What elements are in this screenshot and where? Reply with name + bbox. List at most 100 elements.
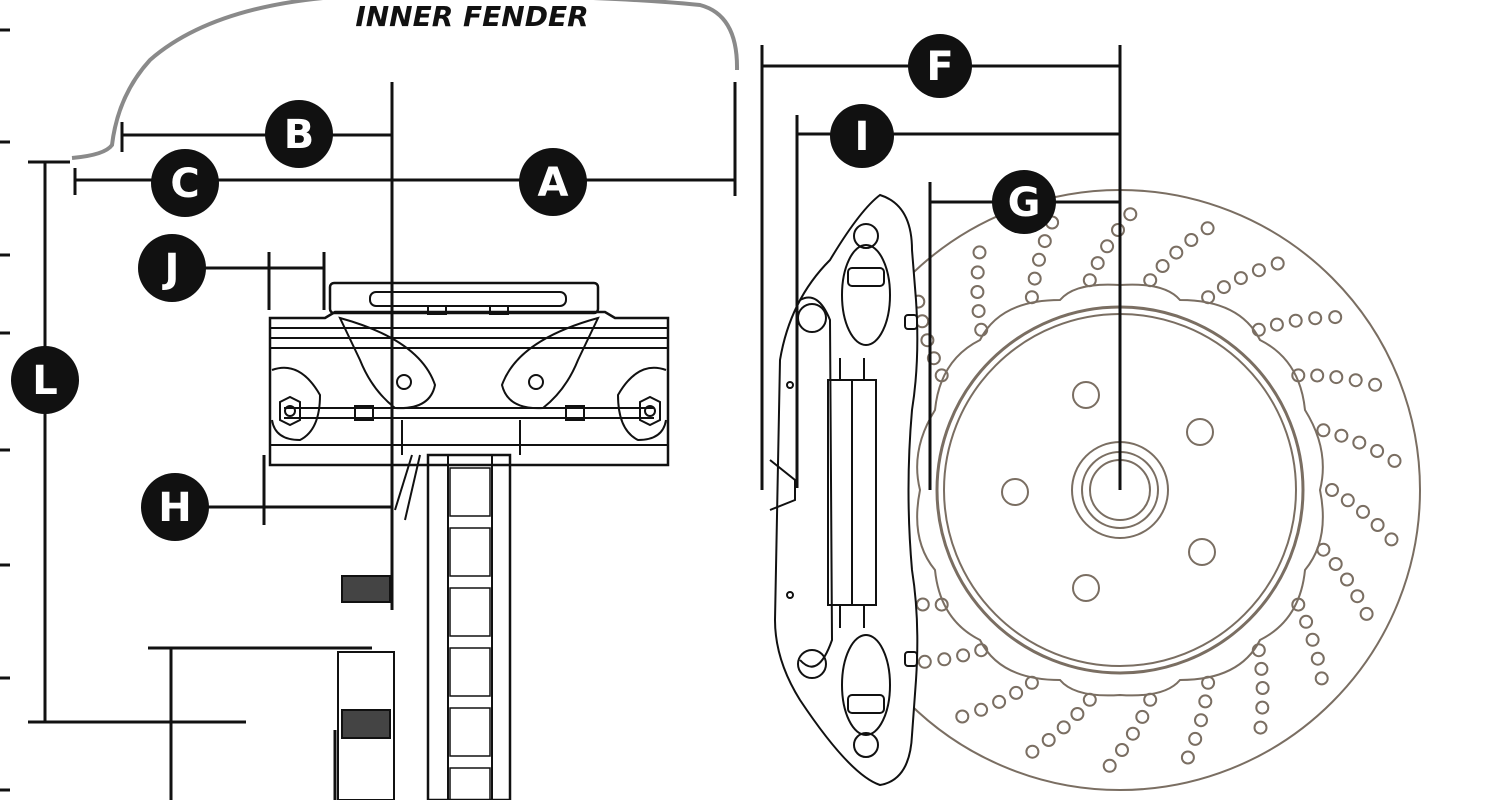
drilled-hole — [1125, 726, 1140, 741]
bleeder-nut — [279, 395, 301, 427]
rotor-hat-lobes — [916, 283, 1324, 697]
svg-text:I: I — [855, 114, 870, 160]
drilled-hole — [1288, 313, 1303, 328]
edge-ruler — [0, 28, 10, 792]
hub-face — [337, 651, 395, 800]
marker-c: C — [151, 149, 219, 217]
drilled-hole — [1352, 435, 1367, 450]
drilled-hole — [1184, 233, 1199, 247]
drilled-hole — [1216, 280, 1231, 295]
marker-j: J — [138, 234, 206, 302]
drilled-hole — [1325, 483, 1339, 497]
caliper-body — [268, 310, 670, 467]
drilled-hole — [920, 333, 935, 348]
drilled-hole — [1201, 290, 1216, 305]
drilled-hole — [1310, 651, 1325, 666]
svg-text:C: C — [170, 161, 199, 207]
drilled-hole — [1328, 557, 1343, 571]
drilled-hole — [1100, 239, 1115, 254]
drilled-hole — [934, 597, 949, 612]
wheel-stud — [341, 709, 391, 739]
drilled-hole — [1032, 252, 1046, 267]
drilled-hole — [1291, 368, 1306, 383]
drilled-hole — [1233, 271, 1248, 286]
drilled-hole — [1070, 707, 1085, 721]
drilled-hole — [955, 709, 970, 724]
drilled-hole — [1024, 675, 1039, 690]
drilled-hole — [1368, 377, 1383, 392]
svg-text:L: L — [32, 358, 58, 404]
marker-f: F — [908, 34, 972, 98]
drilled-hole — [917, 654, 932, 669]
drilled-hole — [1269, 317, 1284, 332]
drilled-hole — [971, 304, 986, 319]
drilled-hole — [1387, 453, 1402, 468]
drilled-hole — [1251, 263, 1266, 278]
drilled-holes — [911, 207, 1402, 773]
svg-text:J: J — [162, 246, 180, 292]
drilled-hole — [1328, 310, 1343, 325]
drilled-hole — [1291, 597, 1306, 612]
drilled-hole — [1027, 271, 1042, 286]
drilled-hole — [1115, 743, 1129, 757]
drilled-hole — [972, 245, 987, 260]
marker-h: H — [141, 473, 209, 541]
rotor-front-view — [819, 189, 1421, 791]
caliper-front-view — [769, 193, 919, 787]
drilled-hole — [1255, 700, 1270, 715]
drilled-hole — [1329, 370, 1344, 385]
drilled-hole — [1255, 681, 1270, 695]
drilled-hole — [1305, 632, 1320, 647]
drilled-hole — [970, 285, 985, 299]
drilled-hole — [974, 702, 989, 717]
drilled-hole — [1359, 606, 1374, 621]
drilled-hole — [1143, 692, 1158, 707]
drilled-hole — [1056, 720, 1071, 735]
drilled-hole — [1123, 207, 1138, 222]
drilled-hole — [1384, 532, 1399, 547]
wheel-stud — [341, 575, 391, 603]
marker-b: B — [265, 100, 333, 168]
svg-text:H: H — [158, 485, 191, 531]
drilled-hole — [1111, 223, 1125, 237]
drilled-hole — [1270, 256, 1285, 271]
drilled-hole — [1340, 572, 1354, 587]
drilled-hole — [937, 652, 952, 667]
lug-holes — [1001, 381, 1216, 602]
drilled-hole — [1201, 675, 1216, 690]
side-dimension-lines — [28, 82, 737, 800]
drilled-hole — [1025, 744, 1040, 759]
drilled-hole — [1314, 671, 1329, 686]
drilled-hole — [915, 597, 930, 612]
drilled-hole — [1251, 322, 1266, 337]
marker-l: L — [11, 346, 79, 414]
drilled-hole — [1370, 518, 1385, 532]
drilled-hole — [1102, 758, 1117, 773]
drilled-hole — [1188, 731, 1203, 746]
drilled-hole — [1348, 373, 1363, 388]
inner-fender-outline — [71, 0, 740, 160]
rotor-vanes — [449, 467, 491, 800]
drilled-hole — [1194, 713, 1208, 728]
drilled-hole — [1370, 444, 1385, 458]
drilled-hole — [1316, 542, 1331, 557]
drilled-hole — [1155, 259, 1170, 273]
drilled-hole — [1251, 643, 1266, 658]
dimension-markers: A B C J H L F I G — [11, 34, 1056, 541]
svg-text:A: A — [538, 160, 569, 206]
marker-i: I — [830, 104, 894, 168]
drilled-hole — [1041, 733, 1056, 747]
drilled-hole — [1334, 428, 1349, 443]
drilled-hole — [1143, 273, 1158, 288]
drilled-hole — [1308, 311, 1323, 326]
drilled-hole — [1090, 256, 1105, 271]
marker-g: G — [992, 170, 1056, 234]
drilled-hole — [1200, 221, 1215, 236]
drilled-hole — [1198, 694, 1213, 709]
drilled-hole — [1024, 290, 1039, 305]
caliper-outline — [773, 193, 919, 787]
drilled-hole — [1082, 692, 1097, 707]
drilled-hole — [1082, 273, 1097, 288]
drilled-hole — [1037, 234, 1052, 249]
